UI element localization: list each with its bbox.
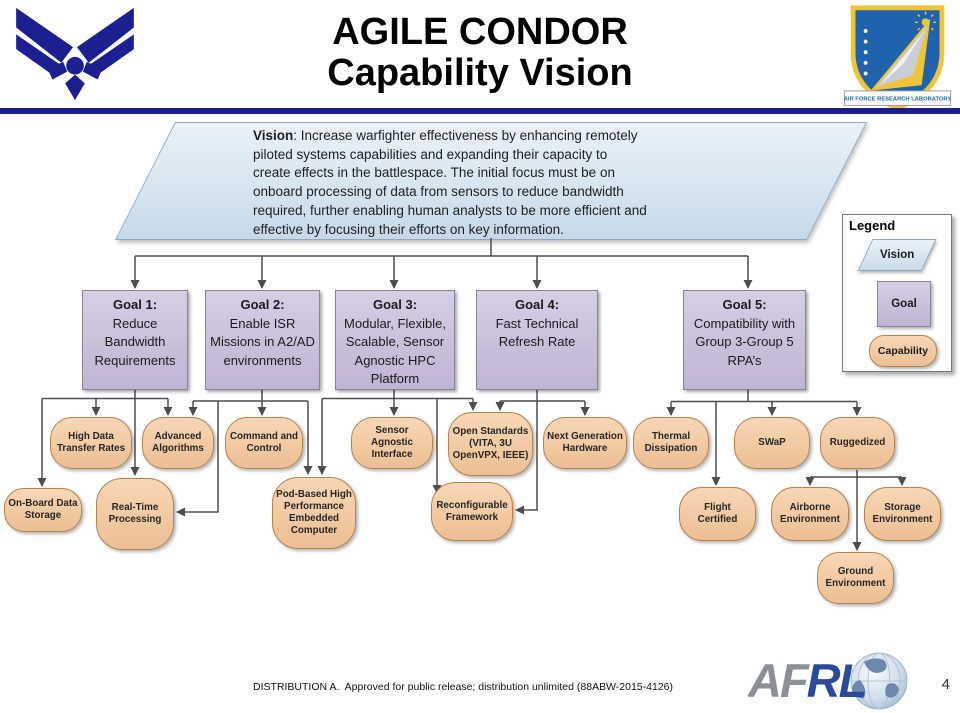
legend-title: Legend — [849, 218, 896, 233]
capability-next-generation-hardware: Next Generation Hardware — [543, 417, 627, 469]
legend-vision-label: Vision — [879, 249, 915, 261]
capability-storage-environment: Storage Environment — [864, 487, 941, 541]
capability-ground-environment: Ground Environment — [817, 552, 894, 604]
afrl-footer-logo: AFRL — [748, 652, 908, 710]
capability-ruggedized: Ruggedized — [820, 417, 895, 469]
goal-5-box: Goal 5: Compatibility with Group 3-Group… — [683, 290, 806, 390]
capability-realtime-processing: Real-Time Processing — [96, 478, 174, 550]
legend-vision-shape: Vision — [857, 239, 937, 271]
capability-high-data-transfer-rates: High Data Transfer Rates — [50, 417, 132, 469]
vision-line: Vision: Increase warfighter effectivenes… — [253, 128, 638, 143]
capability-onboard-data-storage: On-Board Data Storage — [4, 488, 82, 532]
goal-2-body: Enable ISR Missions in A2/AD environment… — [210, 315, 315, 368]
goal-4-box: Goal 4: Fast Technical Refresh Rate — [476, 290, 598, 390]
afrl-wordmark: AFRL — [748, 654, 865, 707]
goal-1-box: Goal 1: Reduce Bandwidth Requirements — [82, 290, 188, 390]
slide-title: AGILE CONDOR Capability Vision — [0, 12, 960, 94]
goal-2-title: Goal 2: — [240, 297, 285, 312]
capability-label: Sensor Agnostic Interface — [371, 425, 413, 460]
usaf-wings-logo — [16, 7, 134, 101]
vision-line: piloted systems capabilities and expandi… — [253, 146, 608, 162]
capability-label: Next Generation Hardware — [547, 431, 623, 454]
page-number: 4 — [941, 676, 950, 693]
capability-label: Storage Environment — [872, 502, 933, 525]
capability-label: Flight Certified — [697, 502, 738, 525]
goal-2-box: Goal 2: Enable ISR Missions in A2/AD env… — [205, 290, 320, 390]
goal-5-body: Compatibility with Group 3-Group 5 RPA’s — [693, 315, 796, 368]
capability-label: High Data Transfer Rates — [56, 431, 126, 454]
goal-4-body: Fast Technical Refresh Rate — [495, 315, 579, 350]
header-divider — [0, 108, 960, 114]
capability-label: SWaP — [758, 437, 786, 448]
shield-stars — [863, 29, 868, 76]
distribution-statement: DISTRIBUTION A. Approved for public rele… — [253, 681, 673, 693]
capability-label: Real-Time Processing — [108, 502, 162, 525]
usaf-wings-shape — [16, 7, 134, 101]
capability-label: Ruggedized — [829, 437, 886, 448]
capability-label: On-Board Data Storage — [8, 498, 78, 521]
capability-label: Ground Environment — [825, 566, 886, 589]
title-line-1: AGILE CONDOR — [332, 11, 628, 53]
vision-line: onboard processing of data from sensors … — [253, 184, 624, 200]
goal-3-title: Goal 3: — [372, 297, 418, 312]
capability-pod-based-hpec: Pod-Based High Performance Embedded Comp… — [272, 477, 356, 549]
capability-label: Thermal Dissipation — [644, 431, 698, 454]
goal-1-title: Goal 1: — [112, 297, 158, 312]
capability-airborne-environment: Airborne Environment — [771, 487, 849, 541]
capability-label: Open Standards (VITA, 3U OpenVPX, IEEE) — [452, 426, 529, 461]
legend: Legend Vision Goal Capability — [842, 214, 952, 372]
legend-capability-shape: Capability — [869, 335, 937, 367]
shield-banner-text: AIR FORCE RESEARCH LABORATORY — [844, 97, 952, 103]
capability-flight-certified: Flight Certified — [679, 487, 756, 541]
vision-statement: Vision: Increase warfighter effectivenes… — [253, 127, 647, 239]
capability-label: Pod-Based High Performance Embedded Comp… — [276, 489, 352, 536]
shield-banner: AIR FORCE RESEARCH LABORATORY — [844, 90, 952, 106]
capability-label: Advanced Algorithms — [152, 431, 204, 454]
capability-command-and-control: Command and Control — [225, 417, 303, 469]
goal-5-title: Goal 5: — [722, 297, 767, 312]
vision-line: effective by focusing their efforts on k… — [253, 221, 564, 237]
capability-thermal-dissipation: Thermal Dissipation — [633, 417, 709, 469]
connector-group — [37, 238, 907, 551]
capability-label: Airborne Environment — [780, 502, 840, 525]
capability-sensor-agnostic-interface: Sensor Agnostic Interface — [351, 417, 433, 469]
legend-goal-shape: Goal — [877, 281, 931, 327]
capability-label: Reconfigurable Framework — [436, 499, 508, 523]
capability-label: Command and Control — [229, 431, 299, 454]
capability-reconfigurable-framework: Reconfigurable Framework — [431, 482, 513, 541]
capability-advanced-algorithms: Advanced Algorithms — [142, 417, 214, 469]
goal-1-body: Reduce Bandwidth Requirements — [94, 315, 176, 368]
goal-3-box: Goal 3: Modular, Flexible, Scalable, Sen… — [335, 290, 455, 390]
capability-open-standards: Open Standards (VITA, 3U OpenVPX, IEEE) — [448, 412, 533, 476]
vision-line: required, further enabling human analyst… — [253, 202, 647, 218]
title-line-2: Capability Vision — [327, 52, 633, 94]
capability-swap: SWaP — [734, 417, 810, 469]
afrl-shield-logo: AIR FORCE RESEARCH LABORATORY — [844, 5, 952, 111]
goal-3-body: Modular, Flexible, Scalable, Sensor Agno… — [344, 315, 446, 387]
vision-line: create effects in the battlespace. The i… — [253, 165, 615, 181]
goal-4-title: Goal 4: — [514, 297, 560, 312]
globe-icon — [850, 652, 908, 710]
